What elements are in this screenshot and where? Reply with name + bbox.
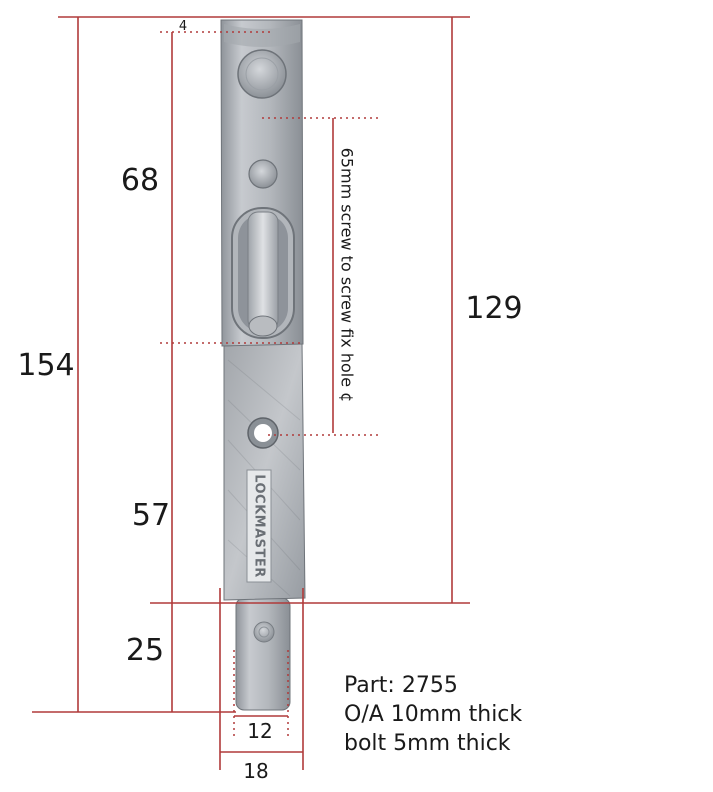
dim-overall-length: 154 bbox=[17, 348, 74, 383]
mid-rivet bbox=[248, 159, 278, 189]
bolt-tongue bbox=[235, 597, 291, 711]
brand-plate bbox=[246, 469, 272, 583]
brand-label: LOCKMASTER bbox=[252, 474, 267, 578]
note-part: Part: 2755 bbox=[344, 673, 458, 698]
dimension-lines bbox=[32, 16, 470, 770]
dim-top-gap: 4 bbox=[179, 19, 187, 34]
shootbolt-product: LOCKMASTER bbox=[220, 19, 306, 711]
dim-bolt-length: 25 bbox=[126, 633, 164, 668]
dim-screw-span-total: 129 bbox=[465, 291, 522, 326]
top-rivet bbox=[237, 49, 287, 99]
screw-span-annotation: 65mm screw to screw fix hole ¢ bbox=[338, 148, 357, 403]
dim-upper-section: 68 bbox=[121, 163, 159, 198]
bolt-rivet bbox=[253, 621, 275, 643]
note-thickness: O/A 10mm thick bbox=[344, 702, 522, 727]
dim-body-width: 18 bbox=[243, 759, 268, 783]
note-bolt: bolt 5mm thick bbox=[344, 731, 511, 756]
slot-pin bbox=[247, 211, 279, 331]
dotted-reference-lines bbox=[160, 31, 378, 740]
dim-lower-section: 57 bbox=[132, 498, 170, 533]
dim-bolt-width: 12 bbox=[247, 719, 272, 743]
